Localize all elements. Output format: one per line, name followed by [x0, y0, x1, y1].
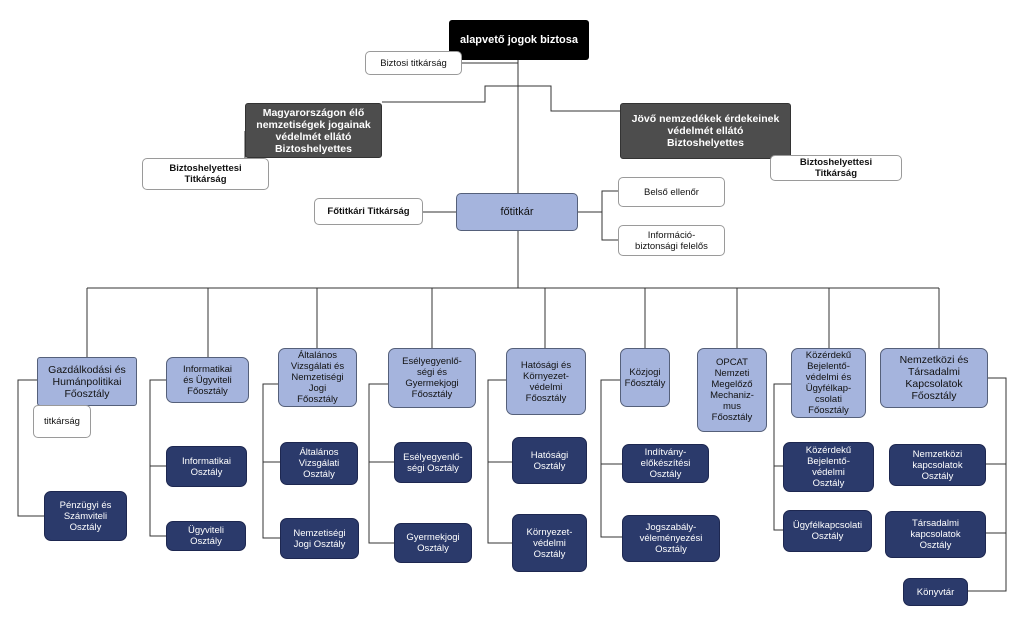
dept-international-box: Nemzetközi és Társadalmi Kapcsolatok Főo… [880, 348, 988, 408]
unit-minority-law-box: Nemzetiségi Jogi Osztály [280, 518, 359, 559]
dept-it-box: Informatikai és Ügyviteli Főosztály [166, 357, 249, 403]
dept-authority-box: Hatósági és Környezet- védelmi Főosztály [506, 348, 586, 415]
unit-whistleblower-box: Közérdekű Bejelentő- védelmi Osztály [783, 442, 874, 492]
commissioner-box: alapvető jogok biztosa [449, 20, 589, 60]
commissioner-secretariat-box: Biztosi titkárság [365, 51, 462, 75]
dept-equal-box: Esélyegyenlő- ségi és Gyermekjogi Főoszt… [388, 348, 476, 408]
unit-child-box: Gyermekjogi Osztály [394, 523, 472, 563]
deputy-secretariat-left-box: Biztoshelyettesi Titkárság [142, 158, 269, 190]
unit-equal-box: Esélyegyenlő- ségi Osztály [394, 442, 472, 483]
secretariat-small-box: titkárság [33, 405, 91, 438]
secretary-general-box: főtitkár [456, 193, 578, 231]
dept-public-interest-box: Közérdekű Bejelentő- védelmi és Ügyfélka… [791, 348, 866, 418]
dept-public-law-box: Közjogi Főosztály [620, 348, 670, 407]
unit-motion-box: Indítvány- előkészítési Osztály [622, 444, 709, 483]
unit-international-box: Nemzetközi kapcsolatok Osztály [889, 444, 986, 486]
dept-finance-box: Gazdálkodási és Humánpolitikai Főosztály [37, 357, 137, 406]
dept-general-box: Általános Vizsgálati és Nemzetiségi Jogi… [278, 348, 357, 407]
unit-legislation-box: Jogszabály- véleményezési Osztály [622, 515, 720, 562]
unit-authority-box: Hatósági Osztály [512, 437, 587, 484]
deputy-secretariat-right-box: Biztoshelyettesi Titkárság [770, 155, 902, 181]
info-security-box: Információ- biztonsági felelős [618, 225, 725, 256]
unit-admin-box: Ügyviteli Osztály [166, 521, 246, 551]
unit-environment-box: Környezet- védelmi Osztály [512, 514, 587, 572]
deputy-minorities-box: Magyarországon élő nemzetiségek jogainak… [245, 103, 382, 158]
unit-finance-box: Pénzügyi és Számviteli Osztály [44, 491, 127, 541]
unit-general-box: Általános Vizsgálati Osztály [280, 442, 358, 485]
unit-social-box: Társadalmi kapcsolatok Osztály [885, 511, 986, 558]
dept-opcat-box: OPCAT Nemzeti Megelőző Mechaniz- mus Főo… [697, 348, 767, 432]
unit-client-box: Ügyfélkapcsolati Osztály [783, 510, 872, 552]
unit-library-box: Könyvtár [903, 578, 968, 606]
internal-auditor-box: Belső ellenőr [618, 177, 725, 207]
unit-it-box: Informatikai Osztály [166, 446, 247, 487]
deputy-future-box: Jövő nemzedékek érdekeinek védelmét ellá… [620, 103, 791, 159]
sg-secretariat-box: Főtitkári Titkárság [314, 198, 423, 225]
